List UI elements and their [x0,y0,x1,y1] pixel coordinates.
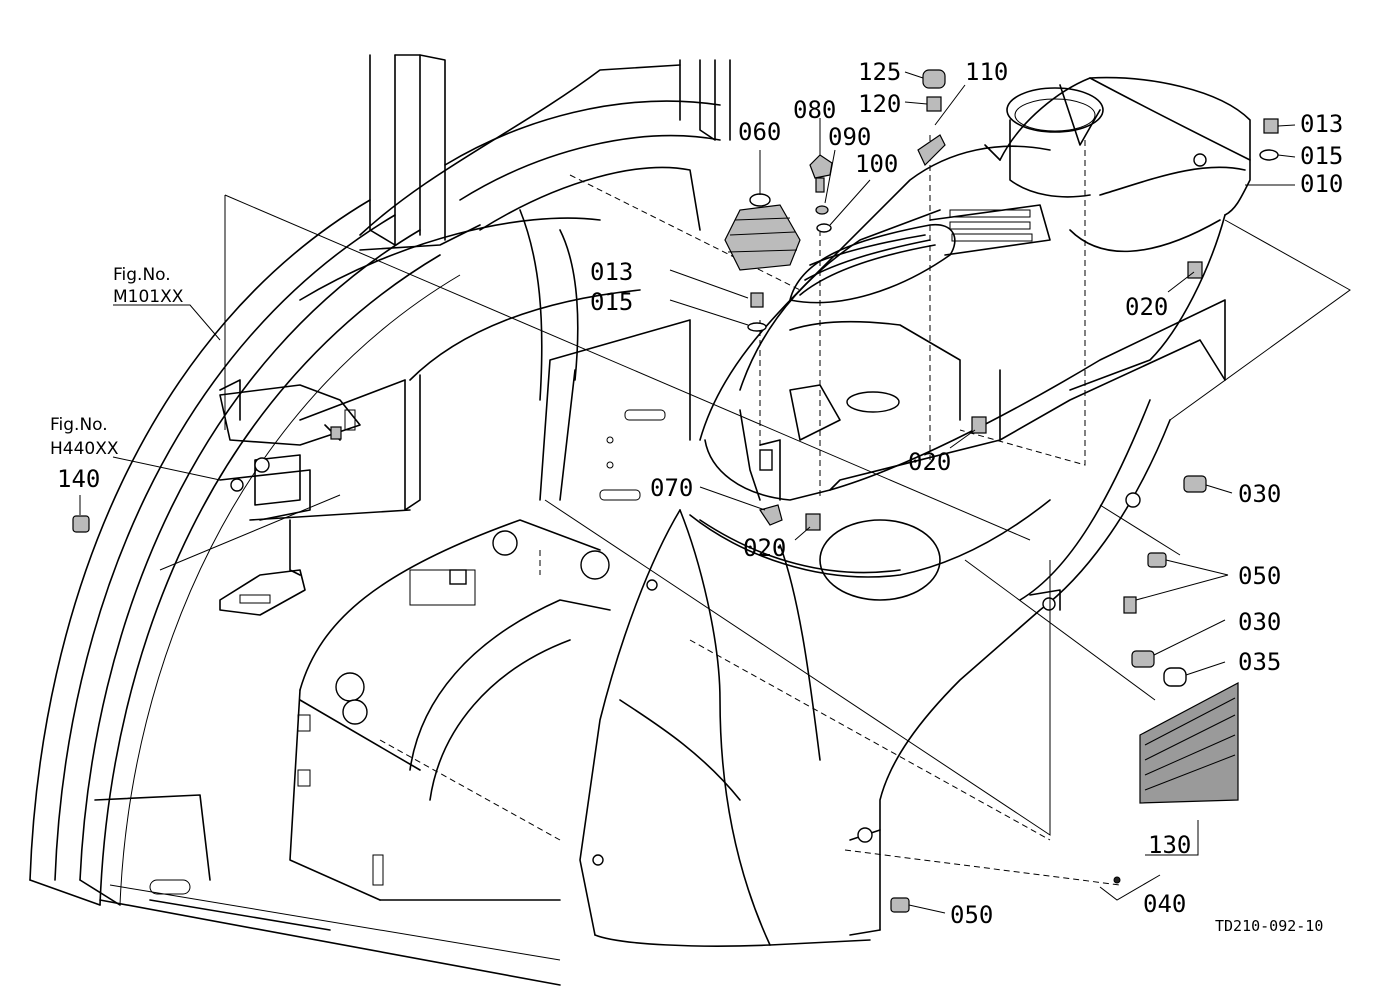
callout-020-center: 020 [908,448,951,476]
callout-060: 060 [738,118,781,146]
nut-140 [72,515,90,533]
figure-ref-m101xx: Fig.No. M101XX [113,265,184,307]
callout-010: 010 [1300,170,1343,198]
callout-140: 140 [57,465,100,493]
cab-pillar [359,54,731,251]
front-cover [579,499,1051,947]
assembly-dashes [379,135,1121,886]
callout-090: 090 [828,123,871,151]
figure-ref-code: H440XX [50,439,119,459]
washer-100 [816,223,832,233]
callout-035: 035 [1238,648,1281,676]
callout-013-mid: 013 [590,258,633,286]
washer-015-mid [747,322,767,332]
figure-ref-h440xx: Fig.No. H440XX [50,415,119,459]
cap-035 [1163,667,1187,687]
callout-100: 100 [855,150,898,178]
upper-console-tray [929,76,1251,441]
callout-015-top: 015 [1300,142,1343,170]
washer-090 [815,205,829,215]
shift-lever-boot [724,193,801,271]
callout-050-bottom: 050 [950,901,993,929]
bolt-013-mid [750,292,764,308]
callout-030-upper: 030 [1238,480,1281,508]
callout-120: 120 [858,90,901,118]
callout-020-lower: 020 [743,534,786,562]
figure-ref-code: M101XX [113,287,184,307]
callout-030-lower: 030 [1238,608,1281,636]
callout-leaders [79,71,1296,914]
label-130 [1139,682,1239,804]
callout-110: 110 [965,58,1008,86]
side-panel-plate [249,319,691,521]
callout-020-right: 020 [1125,293,1168,321]
bolts-050 [890,552,1167,913]
callout-130: 130 [1148,831,1191,859]
plate-110 [917,134,946,167]
callout-070: 070 [650,474,693,502]
bolt-120 [926,96,942,112]
figure-ref-label: Fig.No. [50,415,108,435]
callout-015-mid: 015 [590,288,633,316]
figure-ref-label: Fig.No. [113,265,171,285]
washer-015-top [1259,149,1279,161]
document-id: TD210-092-10 [1215,917,1323,935]
floor-plate [289,519,611,901]
callout-125: 125 [858,58,901,86]
callout-labels: 125 110 120 080 090 060 100 013 015 010 … [57,58,1343,929]
lower-side-cover [819,299,1226,936]
callout-040: 040 [1143,890,1186,918]
callout-080: 080 [793,96,836,124]
grommets-030 [1131,475,1207,668]
knob-080 [809,154,833,193]
left-bracket-assembly [219,379,361,616]
clip-070 [759,504,783,526]
rivet-040 [1113,876,1121,884]
bolt-013-top [1263,118,1279,134]
cap-125 [922,69,946,89]
extension-lines [159,194,1351,836]
callout-013-top: 013 [1300,110,1343,138]
upper-cowl [299,64,721,401]
cab-frame-left [29,199,561,986]
callout-050-right: 050 [1238,562,1281,590]
